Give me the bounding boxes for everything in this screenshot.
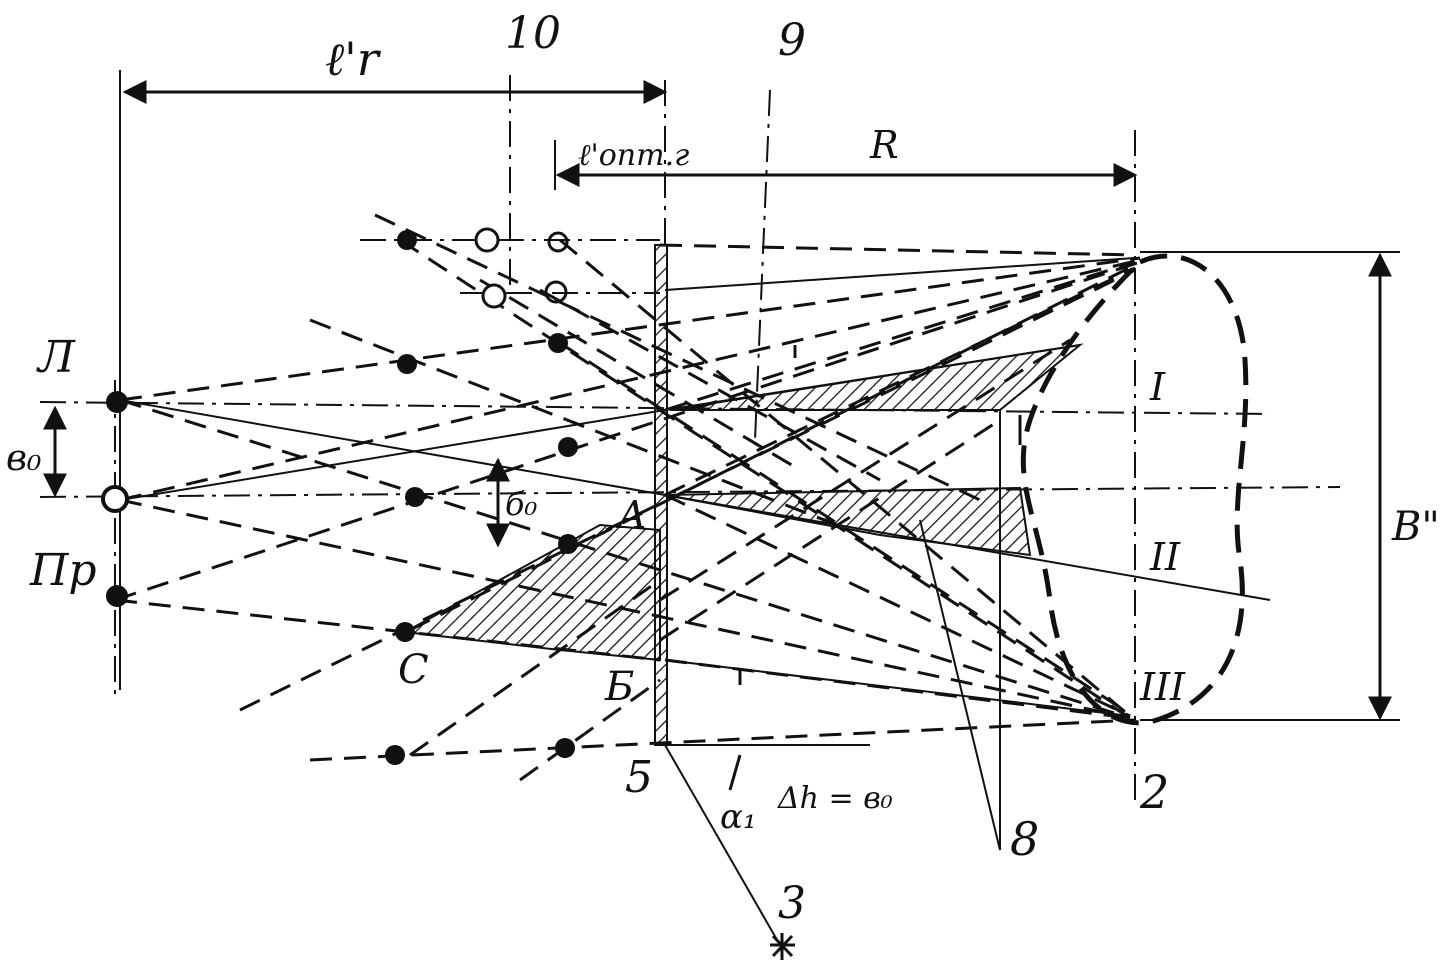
label-nine: 9 — [778, 15, 806, 66]
label-R: R — [869, 123, 899, 167]
label-five: 5 — [625, 752, 653, 803]
label-L: Л — [36, 332, 76, 383]
label-two: 2 — [1139, 765, 1169, 819]
open-points — [101, 227, 507, 513]
label-ten: 10 — [505, 8, 561, 59]
label-roman3: III — [1139, 665, 1186, 709]
label-three: 3 — [778, 878, 806, 929]
label-dh: Δh = в₀ — [777, 781, 893, 816]
label-lr: ℓ'r — [325, 32, 382, 86]
label-Pr: Пр — [29, 545, 97, 596]
label-C: С — [398, 647, 429, 693]
boundary-curve — [1020, 253, 1249, 726]
label-roman1: I — [1149, 365, 1166, 409]
label-lopt: ℓ'опт.г — [578, 138, 689, 173]
label-eight: 8 — [1010, 812, 1039, 866]
dashed-rays — [114, 213, 1141, 782]
label-Bdbl: В" — [1391, 504, 1440, 550]
label-B-cyr: Б — [604, 664, 634, 710]
dimension-R — [554, 140, 1138, 190]
small-ticks — [728, 345, 1022, 791]
star-point-3 — [770, 933, 795, 960]
label-alpha: α₁ — [720, 797, 757, 837]
solid-rays — [119, 257, 1271, 946]
label-A: А — [615, 493, 647, 537]
dimension-Bdbl — [1140, 251, 1400, 721]
label-roman2: II — [1149, 535, 1181, 579]
label-b0-mid: б₀ — [505, 485, 538, 523]
filled-points — [106, 230, 578, 765]
label-b0-left: в₀ — [6, 438, 41, 479]
